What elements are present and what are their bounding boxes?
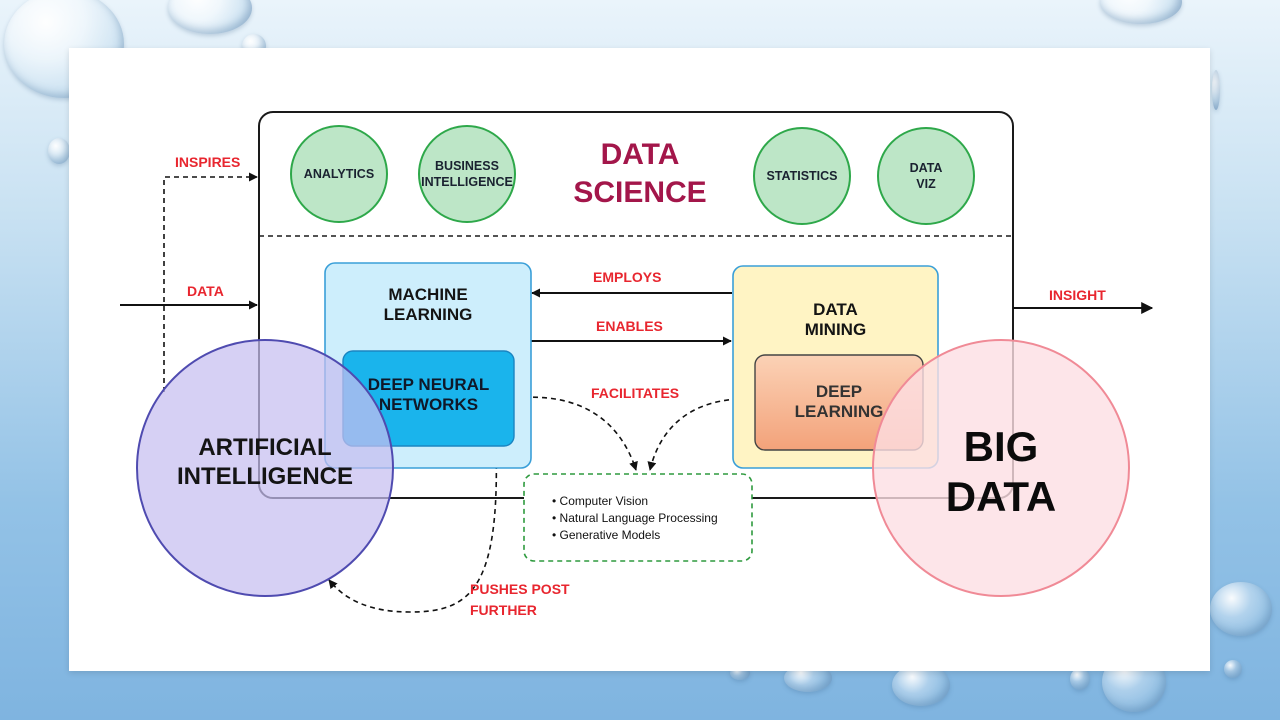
applications-list-item: • Generative Models bbox=[552, 528, 661, 542]
data-viz-circle: DATA VIZ bbox=[877, 127, 975, 225]
deep-learning-line2: LEARNING bbox=[794, 402, 884, 422]
dnn-line1: DEEP NEURAL bbox=[367, 375, 490, 394]
deep-learning-label: DEEP LEARNING bbox=[755, 382, 923, 422]
application-nlp: Natural Language Processing bbox=[559, 511, 718, 525]
deep-neural-networks-label: DEEP NEURAL NETWORKS bbox=[343, 375, 514, 415]
business-intelligence-label-2: INTELLIGENCE bbox=[421, 175, 513, 189]
pushes-post-further-label: PUSHES POST FURTHER bbox=[470, 579, 570, 621]
application-computer-vision: Computer Vision bbox=[559, 494, 649, 508]
ai-line2: INTELLIGENCE bbox=[176, 463, 353, 491]
big-data-line1: BIG bbox=[963, 423, 1039, 470]
dnn-line2: NETWORKS bbox=[378, 395, 479, 415]
business-intelligence-label-1: BUSINESS bbox=[435, 158, 499, 173]
bubble-decoration bbox=[892, 664, 950, 706]
data-science-title: DATA SCIENCE bbox=[560, 136, 720, 211]
machine-learning-line2: LEARNING bbox=[383, 305, 473, 325]
statistics-label: STATISTICS bbox=[766, 168, 838, 183]
artificial-intelligence-label: ARTIFICIAL INTELLIGENCE bbox=[140, 433, 390, 492]
bubble-decoration bbox=[1070, 668, 1090, 690]
bubble-decoration bbox=[1224, 660, 1242, 678]
ai-line1: ARTIFICIAL bbox=[198, 434, 332, 461]
pushes-line2: FURTHER bbox=[470, 602, 537, 618]
machine-learning-label: MACHINE LEARNING bbox=[325, 285, 531, 325]
machine-learning-line1: MACHINE bbox=[388, 285, 468, 304]
big-data-circle bbox=[872, 339, 1130, 597]
analytics-circle: ANALYTICS bbox=[290, 125, 388, 223]
statistics-circle: STATISTICS bbox=[753, 127, 851, 225]
analytics-label: ANALYTICS bbox=[303, 166, 375, 181]
business-intelligence-circle: BUSINESS INTELLIGENCE bbox=[418, 125, 516, 223]
big-data-label: BIG DATA bbox=[876, 422, 1126, 523]
applications-list-item: • Natural Language Processing bbox=[552, 511, 718, 525]
bubble-decoration bbox=[48, 138, 70, 164]
applications-list-item: • Computer Vision bbox=[552, 494, 649, 508]
insight-label: INSIGHT bbox=[1049, 287, 1106, 303]
applications-box bbox=[523, 473, 753, 562]
pushes-line1: PUSHES POST bbox=[470, 581, 570, 597]
artificial-intelligence-circle bbox=[136, 339, 394, 597]
data-mining-label: DATA MINING bbox=[733, 300, 938, 340]
facilitates-curve-left bbox=[514, 396, 638, 471]
bubble-decoration bbox=[1212, 70, 1220, 110]
bubble-decoration bbox=[1210, 582, 1272, 636]
enables-label: ENABLES bbox=[596, 318, 663, 334]
applications-list: • Computer Vision • Natural Language Pro… bbox=[552, 493, 718, 544]
facilitates-label: FACILITATES bbox=[591, 385, 680, 401]
data-viz-label-1: DATA bbox=[909, 160, 943, 175]
employs-label: EMPLOYS bbox=[593, 269, 662, 285]
data-science-title-line2: SCIENCE bbox=[573, 175, 707, 209]
data-mining-line2: MINING bbox=[804, 320, 867, 340]
data-label: DATA bbox=[187, 283, 224, 299]
data-viz-label-2: VIZ bbox=[916, 177, 936, 191]
deep-learning-line1: DEEP bbox=[815, 382, 863, 401]
application-generative-models: Generative Models bbox=[559, 528, 661, 542]
data-mining-line1: DATA bbox=[813, 300, 858, 319]
big-data-line2: DATA bbox=[945, 473, 1057, 521]
inspires-label: INSPIRES bbox=[175, 154, 241, 170]
data-science-title-line1: DATA bbox=[600, 138, 680, 171]
